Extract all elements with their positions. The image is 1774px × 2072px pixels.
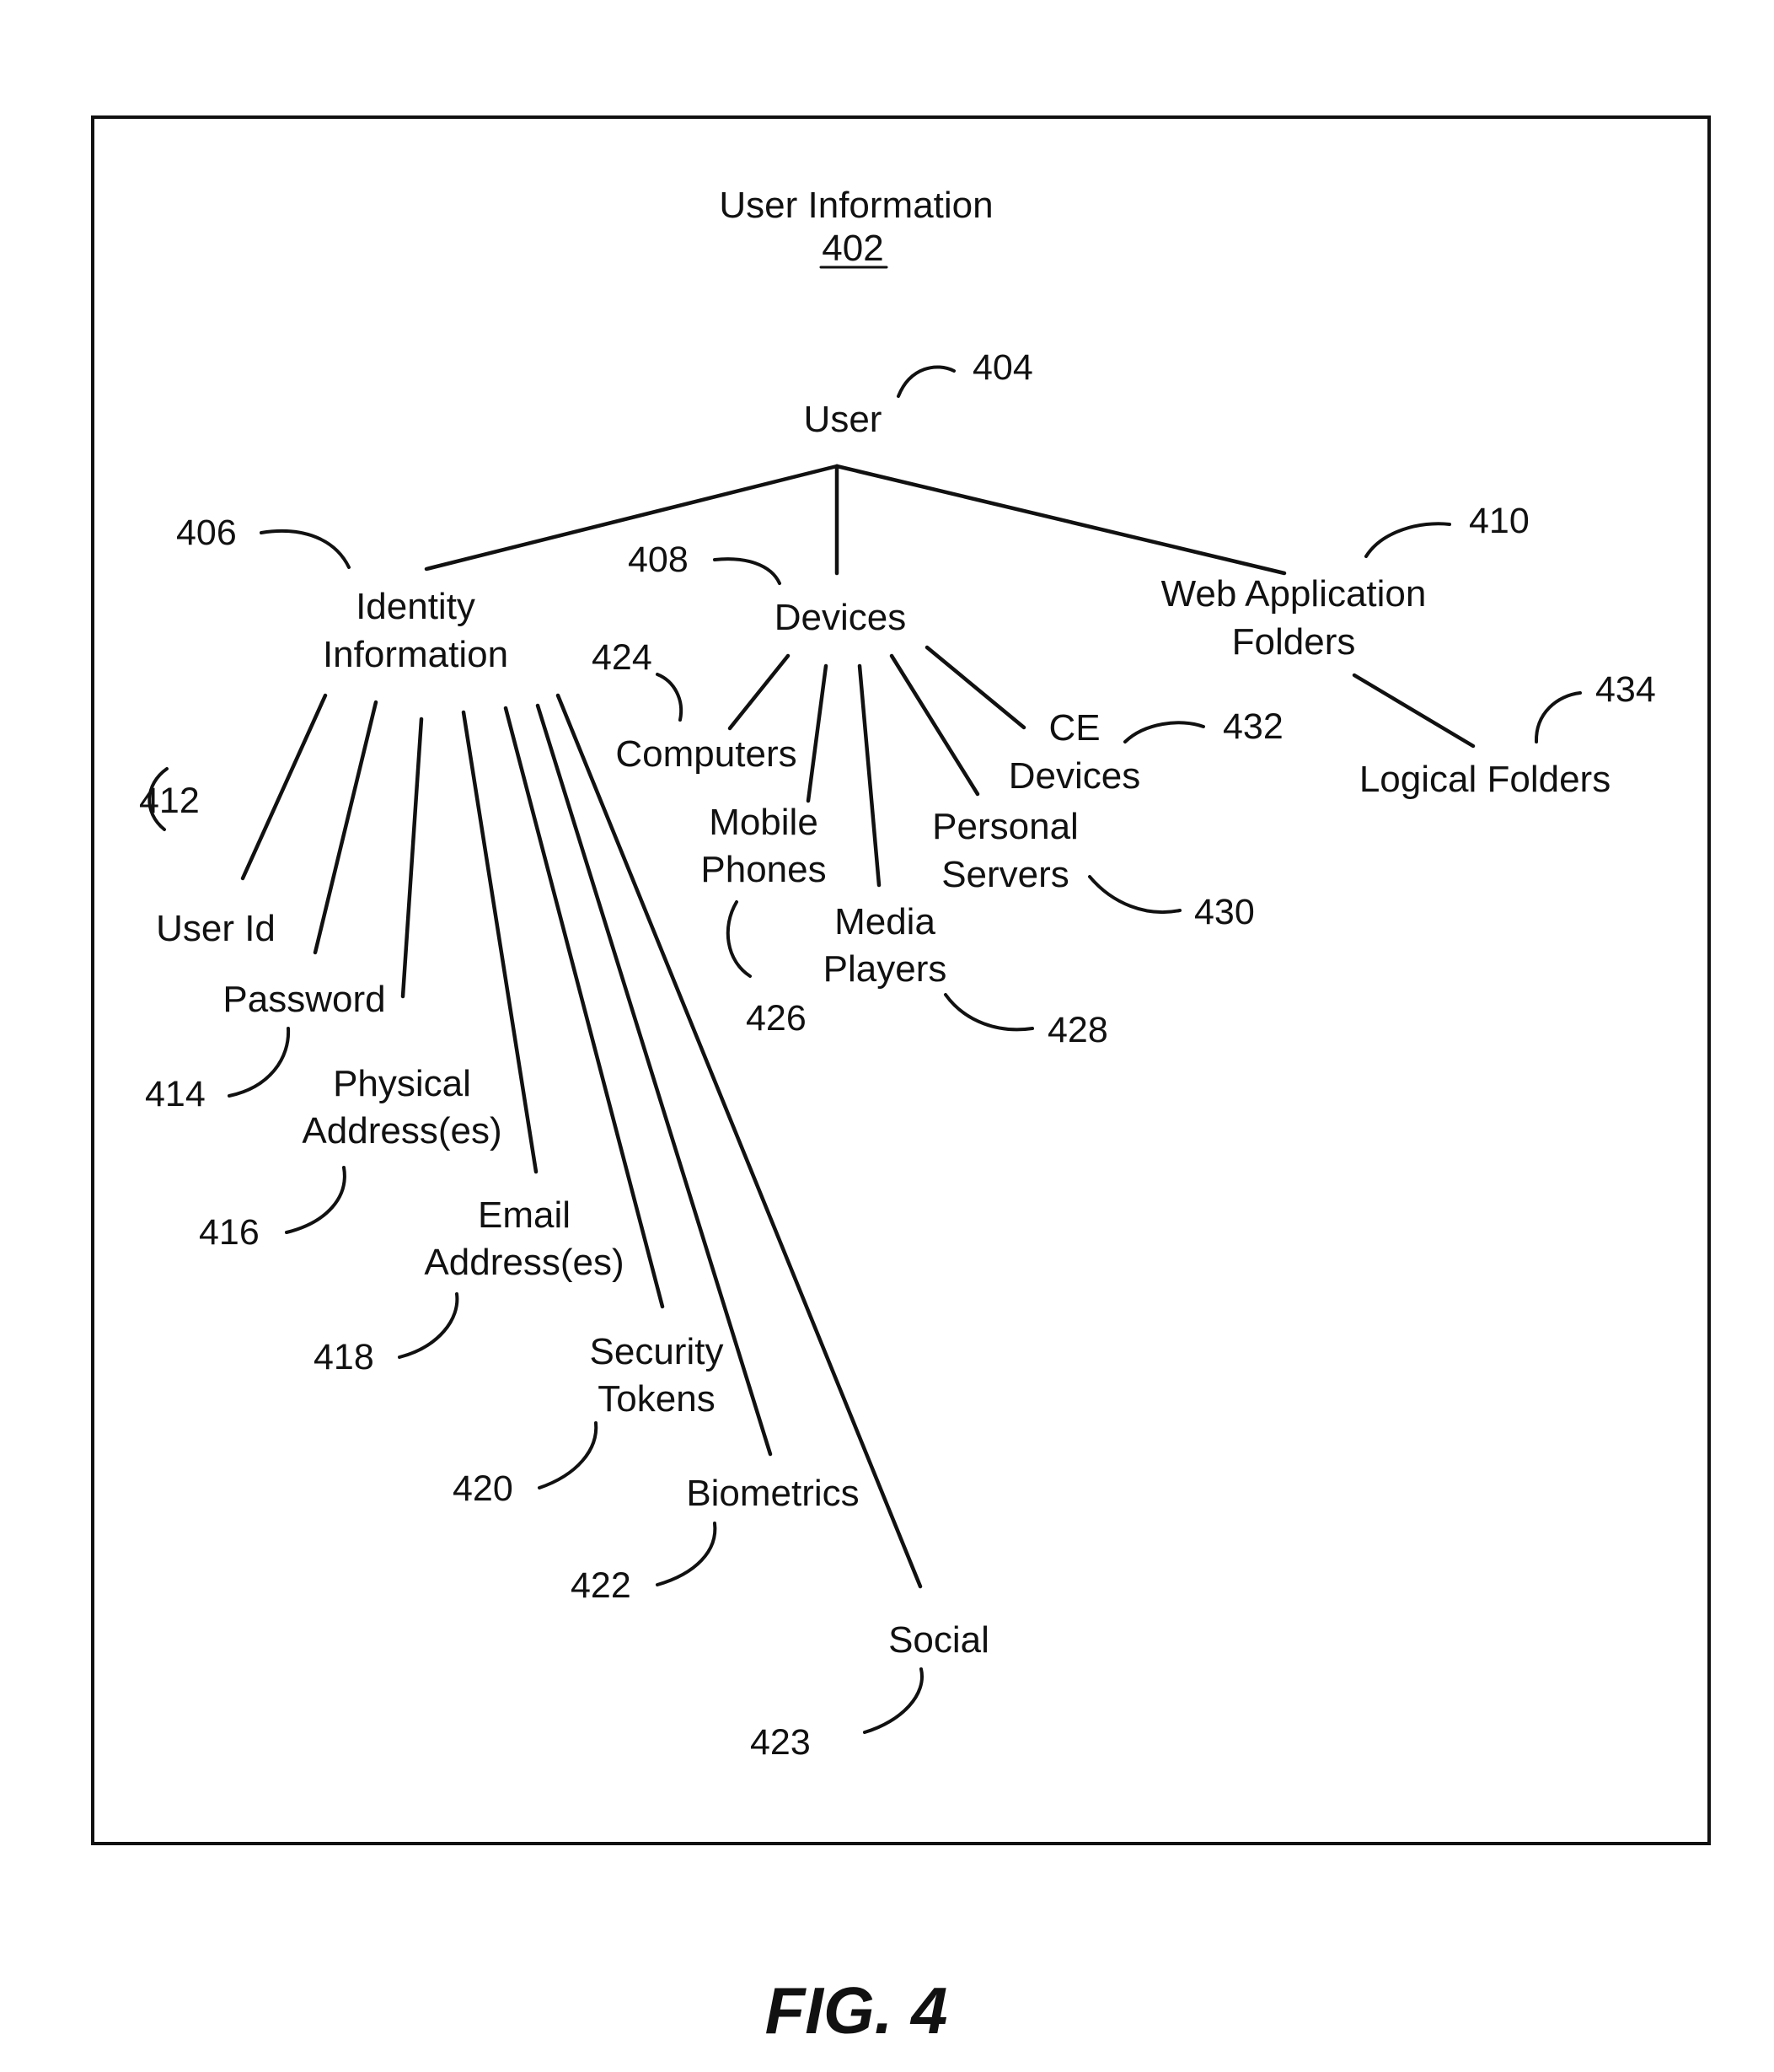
- edge-identity-password: [315, 702, 376, 953]
- ref-424: 424: [592, 637, 652, 678]
- node-media-players: Media Players 428: [823, 901, 1108, 1050]
- node-physical-address-line2: Address(es): [302, 1110, 501, 1151]
- node-email-address-line1: Email: [478, 1194, 571, 1236]
- edge-devices-mobile-phones: [808, 666, 826, 801]
- diagram-title-ref: 402: [822, 228, 883, 269]
- node-logical-folders-label: Logical Folders: [1359, 759, 1611, 800]
- leader-418: [399, 1294, 457, 1357]
- node-computers-label: Computers: [615, 733, 796, 775]
- ref-412: 412: [139, 781, 200, 821]
- leader-lines: [149, 367, 1580, 1732]
- node-computers: Computers 424: [592, 637, 797, 775]
- node-ce-devices: CE Devices 432: [1009, 706, 1284, 797]
- node-mobile-phones-line2: Phones: [700, 849, 826, 890]
- ref-428: 428: [1048, 1010, 1108, 1050]
- leader-430: [1090, 877, 1180, 912]
- node-mobile-phones: Mobile Phones 426: [700, 802, 826, 1039]
- edge-devices-ce-devices: [927, 647, 1024, 727]
- node-email-address-line2: Address(es): [424, 1242, 624, 1283]
- leader-420: [539, 1423, 596, 1488]
- leader-426: [728, 902, 750, 976]
- node-media-players-line2: Players: [823, 948, 947, 990]
- node-social-label: Social: [888, 1619, 989, 1661]
- node-media-players-line1: Media: [834, 901, 935, 942]
- node-ce-devices-line1: CE: [1048, 707, 1100, 749]
- leader-432: [1125, 722, 1203, 742]
- edge-identity-physical-address: [403, 719, 421, 996]
- node-devices: Devices 408: [628, 539, 906, 638]
- edge-identity-user-id: [243, 695, 325, 878]
- ref-426: 426: [746, 998, 807, 1039]
- node-logical-folders: Logical Folders 434: [1359, 669, 1656, 800]
- node-security-tokens-line2: Tokens: [598, 1378, 715, 1420]
- leader-414: [229, 1028, 288, 1096]
- leader-422: [657, 1523, 715, 1585]
- leader-406: [261, 531, 349, 567]
- node-physical-address-line1: Physical: [333, 1063, 471, 1104]
- ref-406: 406: [176, 513, 237, 553]
- ref-432: 432: [1223, 706, 1284, 747]
- leader-408: [715, 559, 780, 583]
- node-user-label: User: [804, 399, 882, 440]
- edge-devices-computers: [730, 656, 788, 728]
- diagram-title: User Information: [719, 185, 993, 226]
- node-security-tokens-line1: Security: [590, 1331, 724, 1372]
- ref-418: 418: [314, 1337, 374, 1377]
- ref-404: 404: [973, 347, 1033, 388]
- node-personal-servers-line2: Servers: [941, 854, 1069, 895]
- node-user: User 404: [804, 347, 1033, 440]
- leader-410: [1366, 523, 1450, 556]
- ref-414: 414: [145, 1074, 206, 1114]
- node-user-id-label: User Id: [156, 908, 276, 949]
- leader-428: [946, 995, 1032, 1029]
- ref-434: 434: [1595, 669, 1656, 710]
- node-web-app-label-line2: Folders: [1232, 621, 1356, 663]
- node-email-address: Email Address(es) 418: [314, 1194, 624, 1377]
- ref-410: 410: [1469, 501, 1530, 541]
- ref-408: 408: [628, 539, 689, 580]
- node-biometrics-label: Biometrics: [686, 1473, 859, 1514]
- ref-430: 430: [1194, 892, 1255, 932]
- leader-416: [287, 1168, 345, 1232]
- edge-user-web-app-folders: [837, 466, 1284, 573]
- leader-434: [1536, 693, 1580, 742]
- node-web-app-label-line1: Web Application: [1161, 573, 1427, 615]
- node-personal-servers: Personal Servers 430: [932, 806, 1255, 932]
- ref-423: 423: [750, 1722, 811, 1763]
- node-web-application-folders: Web Application Folders 410: [1161, 501, 1530, 663]
- edge-web-app-logical-folders: [1354, 675, 1473, 746]
- node-identity-information: Identity Information 406: [176, 513, 508, 675]
- ref-416: 416: [199, 1212, 260, 1253]
- leader-404: [898, 367, 954, 396]
- node-social: Social 423: [750, 1619, 989, 1763]
- node-mobile-phones-line1: Mobile: [709, 802, 818, 843]
- node-identity-label-line2: Information: [323, 634, 508, 675]
- node-user-id: User Id 412: [139, 781, 276, 949]
- ref-422: 422: [571, 1565, 631, 1606]
- node-devices-label: Devices: [774, 597, 907, 638]
- leader-423: [865, 1669, 922, 1732]
- node-security-tokens: Security Tokens 420: [453, 1331, 723, 1509]
- node-password-label: Password: [222, 979, 385, 1020]
- node-ce-devices-line2: Devices: [1009, 755, 1141, 797]
- ref-420: 420: [453, 1468, 513, 1509]
- figure-label: FIG. 4: [765, 1973, 948, 2048]
- leader-424: [657, 674, 681, 720]
- node-personal-servers-line1: Personal: [932, 806, 1079, 847]
- node-identity-label-line1: Identity: [356, 586, 475, 627]
- edge-devices-media-players: [860, 666, 879, 885]
